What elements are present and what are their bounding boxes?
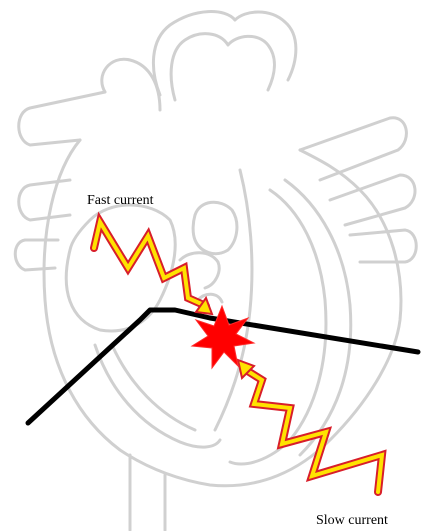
- pulmonary-vessel-right-upper: [300, 118, 406, 180]
- pulmonary-vessel-left-mid: [19, 180, 70, 220]
- pulmonary-vessel-left-upper: [19, 92, 105, 145]
- superior-vena-cava-outline: [102, 59, 160, 110]
- pulmonary-vessel-right-mid: [330, 175, 415, 225]
- slow-current-label: Slow current: [316, 514, 388, 528]
- aorta-inner-outline: [171, 34, 274, 100]
- left-wall-outline: [285, 180, 351, 455]
- fast-current-label: Fast current: [87, 194, 153, 208]
- left-atrium-outline: [193, 202, 237, 253]
- right-ventricle-outline: [95, 345, 220, 447]
- slow-current-zigzag: [238, 360, 382, 492]
- pulmonary-vessel-right-low: [350, 230, 416, 262]
- pulmonary-vessel-left-low: [15, 240, 58, 270]
- inner-wall-outline: [112, 345, 195, 430]
